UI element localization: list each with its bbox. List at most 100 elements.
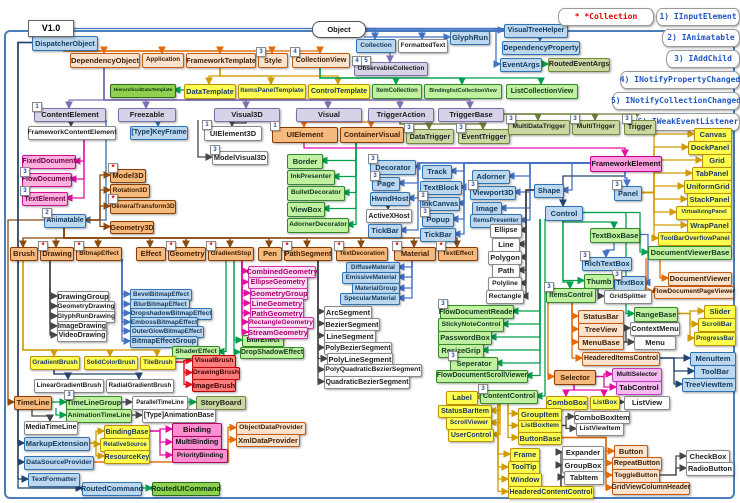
- edge-control-to-flowDocumentScrollViewer: [524, 219, 541, 380]
- collection-star-marker: *: [108, 163, 118, 173]
- dropShadowEffect-node: DropShadowEffect: [240, 347, 304, 359]
- bindingBase-node: BindingBase: [104, 425, 150, 439]
- edge-pathSegment-to-quadraticBezierSegment: [317, 259, 326, 386]
- edge-buttonBase-to-gridViewColumnHeader: [560, 436, 614, 492]
- visualTreeHelper-node: VisualTreeHelper: [504, 24, 568, 38]
- itemCollection-node: ItemCollection: [372, 84, 422, 99]
- interface-badge-3: 3: [544, 282, 554, 292]
- gridViewColumnHeader-node: GridViewColumnHeader: [612, 482, 690, 495]
- edge-rangeBase-to-progressBar: [676, 312, 696, 342]
- imageBrush-node: ImageBrush: [192, 379, 236, 392]
- streamGeometry-node: StreamGeometry: [248, 327, 308, 339]
- edge-dataSourceProvider-to-xmlDataProvider: [92, 435, 238, 463]
- interface-badge-3: 3: [580, 251, 590, 261]
- canvas-node: Canvas: [694, 128, 732, 142]
- edge-material-to-specularMaterial: [396, 259, 413, 302]
- edge-control-to-documentViewerBase: [581, 211, 650, 256]
- binding-node: Binding: [172, 423, 222, 437]
- radioButton-node: RadioButton: [686, 462, 734, 476]
- legend4-node: 4) INotifyPropertyChanged: [620, 71, 740, 89]
- rangeBase-node: RangeBase: [634, 307, 678, 322]
- collection-star-marker: *: [282, 241, 292, 251]
- dependencyObject-node: DependencyObject: [70, 53, 140, 68]
- menuBase-node: MenuBase: [578, 336, 624, 350]
- typeAnimationBase-node: [Type]AnimationBase: [142, 409, 216, 423]
- edge-headeredItemsControl-to-treeViewItem: [658, 357, 684, 388]
- wrapPanel-node: WrapPanel: [687, 219, 732, 233]
- listViewItem-node: ListViewItem: [576, 423, 624, 436]
- textBoxBase-node: TextBoxBase: [590, 228, 640, 243]
- polygon-node: Polygon: [488, 251, 522, 265]
- headeredItemsControl-node: HeaderedItemsControl: [582, 352, 660, 366]
- mediaTimeLine-node: MediaTimeLine: [24, 421, 78, 435]
- effect-node: Effect: [136, 247, 166, 261]
- shape-node: Shape: [534, 184, 564, 198]
- stackPanel-node: StackPanel: [687, 193, 732, 207]
- visual3D-node: Visual3D: [214, 108, 280, 122]
- edge-animatable-to-textEffect: [63, 226, 461, 249]
- edge-shape-to-polygon: [518, 189, 534, 261]
- rectangle-node: Rectangle: [486, 290, 524, 304]
- edge-control-to-itemsControl: [562, 219, 574, 290]
- menu-node: Menu: [634, 336, 676, 350]
- frameworkElement-node: FrameworkElement: [590, 156, 662, 172]
- diagram-frame: [4, 30, 735, 499]
- edge-pathSegment-to-arcSegment: [317, 259, 326, 316]
- edge-uiElement-to-border: [319, 141, 357, 165]
- thumb-node: Thumb: [584, 274, 614, 289]
- pathSegment-node: PathSegment*: [282, 241, 332, 261]
- edge-drawing-to-videoDrawing: [49, 259, 59, 339]
- listBox-node: ListBox: [590, 396, 620, 410]
- toolBarOverflowPanel-node: ToolBarOverflowPanel: [658, 232, 732, 246]
- edge-drawing-to-drawingGroup: [49, 259, 59, 300]
- routedUICommand-node: RoutedUICommand: [151, 482, 221, 496]
- edge-animatable-to-timeLine: [7, 219, 44, 406]
- slider-node: Slider: [704, 305, 736, 319]
- interface-badge-3: 3: [478, 384, 488, 394]
- edge-collectionView-to-listCollectionView: [319, 66, 545, 86]
- interface-badge-5: 5: [361, 56, 371, 66]
- parallelTimeLine-node: ParallelTimeLine: [132, 396, 188, 410]
- edge-drawing-to-geometryDrawing: [49, 259, 59, 310]
- edge-dependencyObject-to-triggerBase: [103, 66, 474, 110]
- dispatcherObject-node: DispatcherObject: [32, 36, 98, 51]
- buttonBase-node: ButtonBase: [518, 432, 562, 445]
- radialGradientBrush-node: RadialGradientBrush: [106, 379, 174, 393]
- edge-material-to-emissiveMaterial: [396, 259, 413, 281]
- version-label: V1.0: [41, 23, 61, 33]
- menuItem-node: MenuItem: [690, 352, 736, 366]
- interface-badge-3: 3: [420, 207, 430, 217]
- edge-bitmapEffect-to-bevelBitmapEffect: [121, 259, 132, 298]
- edge-itemsControl-to-headeredItemsControl: [571, 301, 584, 362]
- progressBar-node: ProgressBar: [694, 332, 736, 346]
- edge-effect-to-shaderEffect: [216, 259, 227, 356]
- edge-geometry-to-streamGeometry: [241, 259, 250, 336]
- interface-badge-3: 3: [20, 186, 30, 196]
- generalTransform3D-node: GeneralTransform3D*: [108, 194, 176, 214]
- dockPanel-node: DockPanel: [688, 141, 732, 155]
- dataTemplate-node: DataTemplate: [184, 84, 236, 99]
- interface-badge-3: 3: [256, 47, 266, 57]
- multiBinding-node: MultiBinding: [172, 436, 222, 450]
- application-node: Application: [142, 53, 184, 68]
- edge-bindingBase-to-priorityBinding: [148, 430, 174, 459]
- activeXHost-node: ActiveXHost: [366, 209, 412, 223]
- collection-star-marker: *: [74, 241, 84, 251]
- gridSplitter-node: GridSplitter: [604, 290, 652, 304]
- window-node: Window: [508, 473, 542, 487]
- edge-visual3D-to-modelVisual3D: [197, 120, 214, 161]
- edge-frameworkElement-to-track: [448, 162, 590, 175]
- tabControl-node: TabControl: [616, 381, 662, 395]
- edge-frameworkElement-to-tickBar2: [452, 162, 590, 238]
- specularMaterial-node: SpecularMaterial: [340, 293, 400, 305]
- eventArgs-node: EventArgs: [500, 58, 542, 72]
- edge-effect-to-blurEffect: [233, 259, 244, 344]
